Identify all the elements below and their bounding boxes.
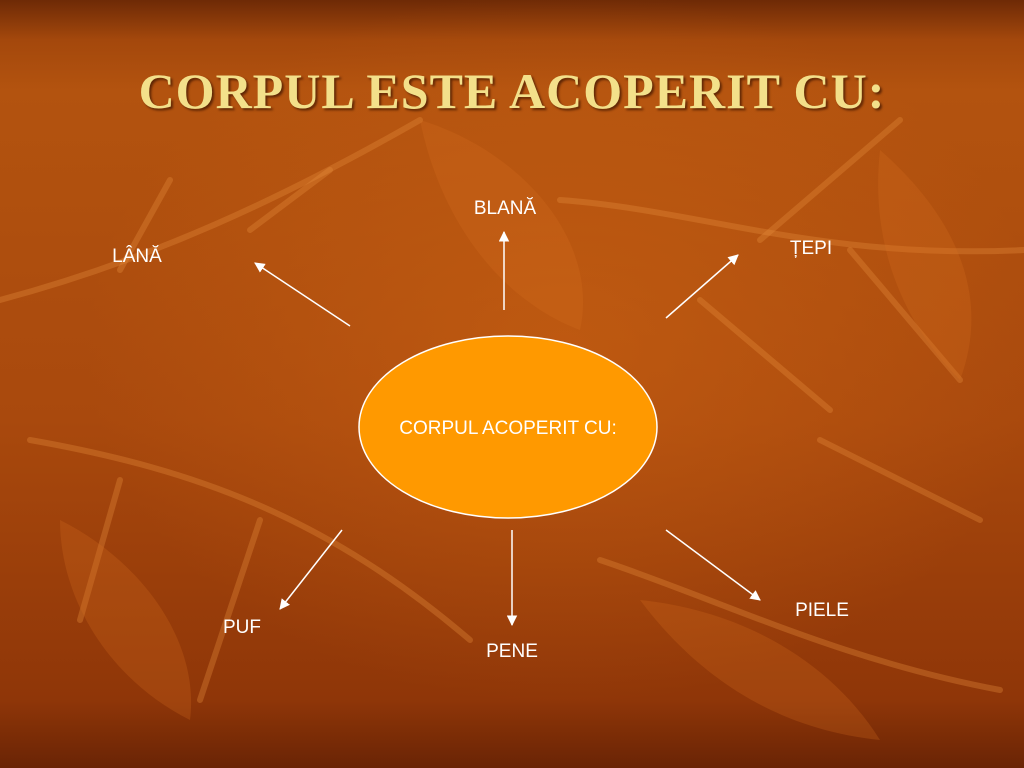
node-label-blana: BLANĂ [474, 198, 537, 219]
node-label-pene: PENE [486, 641, 538, 662]
arrow-to-lana [254, 262, 351, 327]
node-label-tepi: ȚEPI [790, 238, 832, 259]
arrow-to-puf [279, 529, 343, 610]
slide-title: CORPUL ESTE ACOPERIT CU: [138, 63, 886, 119]
node-label-puf: PUF [223, 617, 261, 638]
arrow-to-piele [665, 529, 761, 601]
node-label-piele: PIELE [795, 600, 849, 621]
center-label: CORPUL ACOPERIT CU: [399, 418, 617, 439]
arrow-to-tepi [665, 254, 739, 319]
center-ellipse [358, 335, 658, 519]
node-label-lana: LÂNĂ [112, 245, 162, 267]
